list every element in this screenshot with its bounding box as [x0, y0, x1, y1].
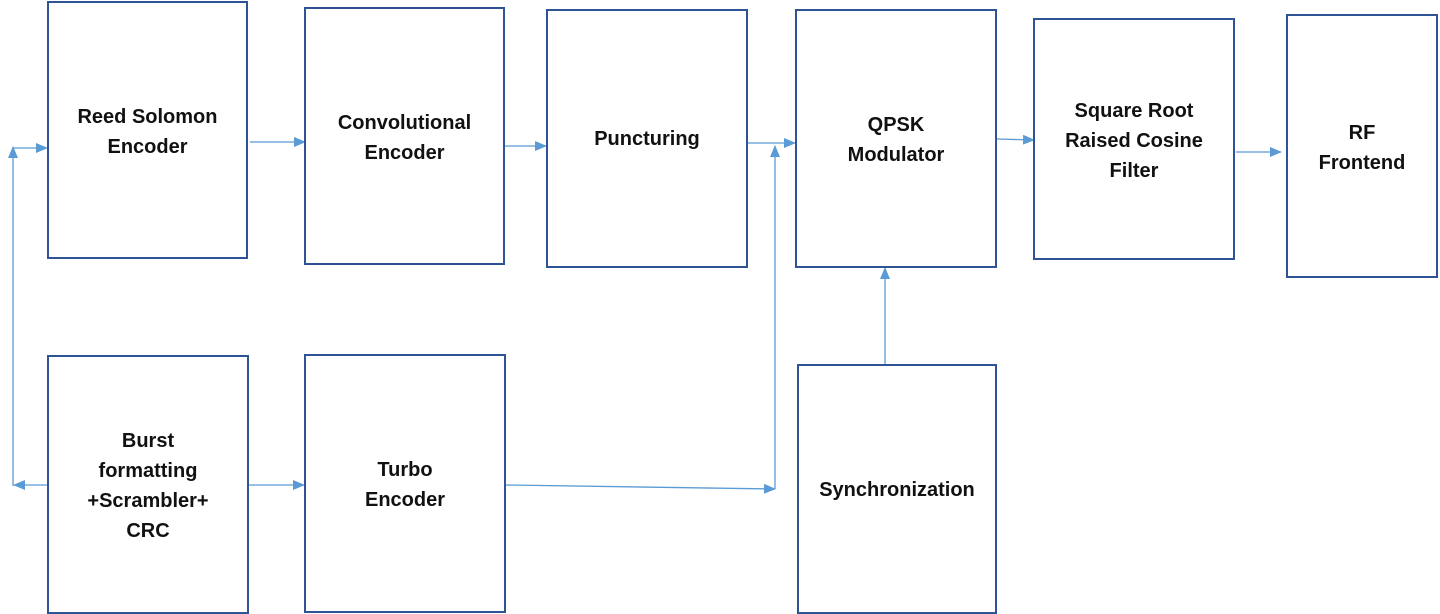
convolutional-encoder-label: Convolutional Encoder [306, 108, 503, 168]
srrc-line-1: Square Root [1074, 100, 1194, 122]
reed-solomon-line-1: Reed Solomon [77, 106, 218, 128]
turbo-encoder-label: Turbo Encoder [306, 455, 504, 515]
burst-line-4: CRC [126, 520, 170, 542]
burst-formatting-label: Burst formatting +Scrambler+ CRC [49, 426, 247, 546]
convolutional-encoder-block: Convolutional Encoder [304, 7, 505, 265]
reed-solomon-line-2: Encoder [107, 136, 188, 158]
srrc-line-2: Raised Cosine [1065, 130, 1203, 152]
burst-line-2: formatting [98, 460, 198, 482]
turbo-line-2: Encoder [364, 489, 446, 511]
reed-solomon-encoder-block: Reed Solomon Encoder [47, 1, 248, 259]
synchronization-block: Synchronization [797, 364, 997, 614]
rf-line-1: RF [1348, 122, 1376, 144]
qpsk-modulator-label: QPSK Modulator [797, 110, 995, 170]
reed-solomon-encoder-label: Reed Solomon Encoder [49, 102, 246, 162]
arrow-qpsk-to-srrc [996, 134, 1035, 145]
convolutional-line-1: Convolutional [337, 112, 472, 134]
puncturing-label: Puncturing [548, 124, 746, 154]
qpsk-line-2: Modulator [847, 144, 945, 166]
srrc-filter-label: Square Root Raised Cosine Filter [1035, 96, 1233, 186]
qpsk-line-1: QPSK [867, 114, 925, 136]
rf-frontend-block: RF Frontend [1286, 14, 1438, 278]
rf-line-2: Frontend [1318, 152, 1406, 174]
square-root-raised-cosine-filter-block: Square Root Raised Cosine Filter [1033, 18, 1235, 260]
puncturing-block: Puncturing [546, 9, 748, 268]
burst-formatting-block: Burst formatting +Scrambler+ CRC [47, 355, 249, 614]
qpsk-modulator-block: QPSK Modulator [795, 9, 997, 268]
synchronization-label: Synchronization [799, 475, 995, 505]
arrow-turbo-to-junction [505, 483, 776, 494]
turbo-encoder-block: Turbo Encoder [304, 354, 506, 613]
burst-line-1: Burst [121, 430, 175, 452]
rf-frontend-label: RF Frontend [1288, 118, 1436, 178]
puncturing-line-1: Puncturing [594, 128, 700, 150]
burst-line-3: +Scrambler+ [87, 490, 209, 512]
srrc-line-3: Filter [1109, 160, 1159, 182]
convolutional-line-2: Encoder [364, 142, 445, 164]
turbo-line-1: Turbo [377, 459, 433, 481]
synchronization-line-1: Synchronization [819, 479, 975, 501]
